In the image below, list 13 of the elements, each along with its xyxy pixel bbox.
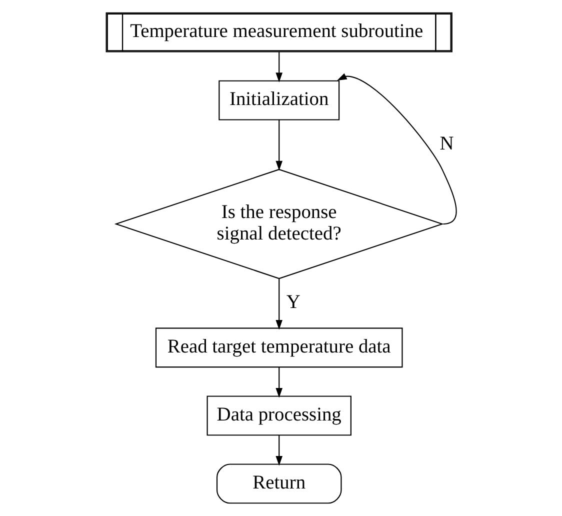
node-box: Read target temperature data	[154, 328, 402, 368]
node-box: Return	[216, 464, 342, 504]
node-box: Initialization	[218, 80, 340, 120]
edge-label: N	[439, 133, 454, 154]
arrow	[275, 120, 282, 171]
node-diamond: Is the response signal detected?	[114, 168, 444, 280]
arrow	[336, 73, 456, 225]
arrow	[275, 52, 282, 82]
arrow	[275, 278, 282, 330]
arrow	[275, 435, 282, 466]
edge-label: Y	[286, 292, 300, 314]
node-box: Data processing	[206, 396, 351, 436]
arrow	[275, 367, 282, 398]
